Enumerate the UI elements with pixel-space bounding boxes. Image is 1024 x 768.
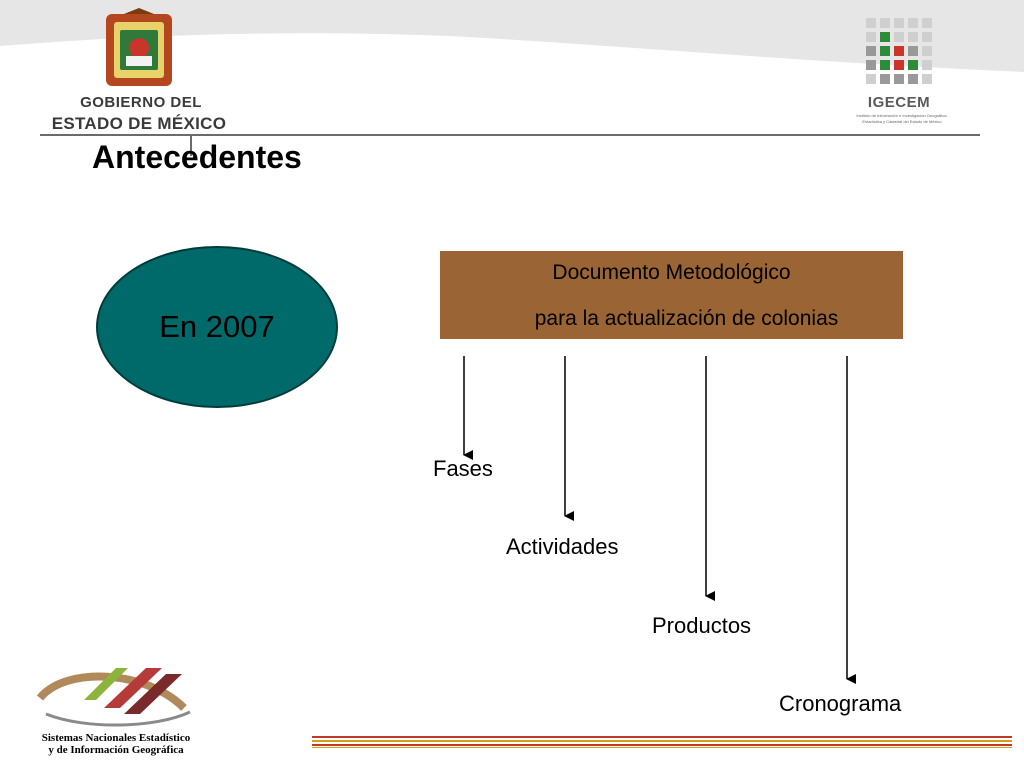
node-productos: Productos	[652, 613, 752, 638]
page-title: Antecedentes	[92, 139, 302, 175]
igecem-name: IGECEM	[867, 94, 931, 111]
igecem-grid-icon	[866, 18, 932, 84]
footer-stripes	[312, 736, 1012, 748]
snieg-logo: Sistemas Nacionales Estadístico y de Inf…	[6, 660, 226, 760]
gov-logo: GOBIERNO DEL ESTADO DE MÉXICO	[40, 8, 240, 133]
year-ellipse-label: En 2007	[159, 309, 275, 344]
document-box: Documento Metodológico para la actualiza…	[440, 251, 903, 339]
gov-logo-line2: ESTADO DE MÉXICO	[51, 114, 227, 133]
node-cronograma: Cronograma	[779, 691, 902, 716]
node-fases: Fases	[433, 456, 493, 481]
snieg-logo-line2: y de Información Geográfica	[48, 744, 184, 756]
state-seal-icon	[106, 8, 172, 86]
node-actividades: Actividades	[506, 534, 619, 559]
year-ellipse: En 2007	[96, 246, 338, 408]
snieg-logo-line1: Sistemas Nacionales Estadístico	[41, 732, 191, 744]
igecem-subtitle-line1: Instituto de Información e Investigación…	[856, 113, 948, 118]
igecem-subtitle-line2: Estadística y Catastral del Estado de Mé…	[862, 119, 942, 124]
header-tick	[190, 134, 192, 156]
header-rule	[40, 134, 980, 136]
document-box-line2: para la actualización de colonias	[534, 307, 839, 330]
igecem-subtitle: Instituto de Información e Investigación…	[826, 113, 978, 125]
gov-logo-line1: GOBIERNO DEL	[80, 94, 202, 111]
header-swoosh	[0, 0, 1024, 72]
igecem-logo: IGECEM Instituto de Información e Invest…	[826, 18, 986, 133]
snieg-logo-icon	[36, 668, 191, 727]
document-box-line1: Documento Metodológico	[552, 261, 791, 284]
